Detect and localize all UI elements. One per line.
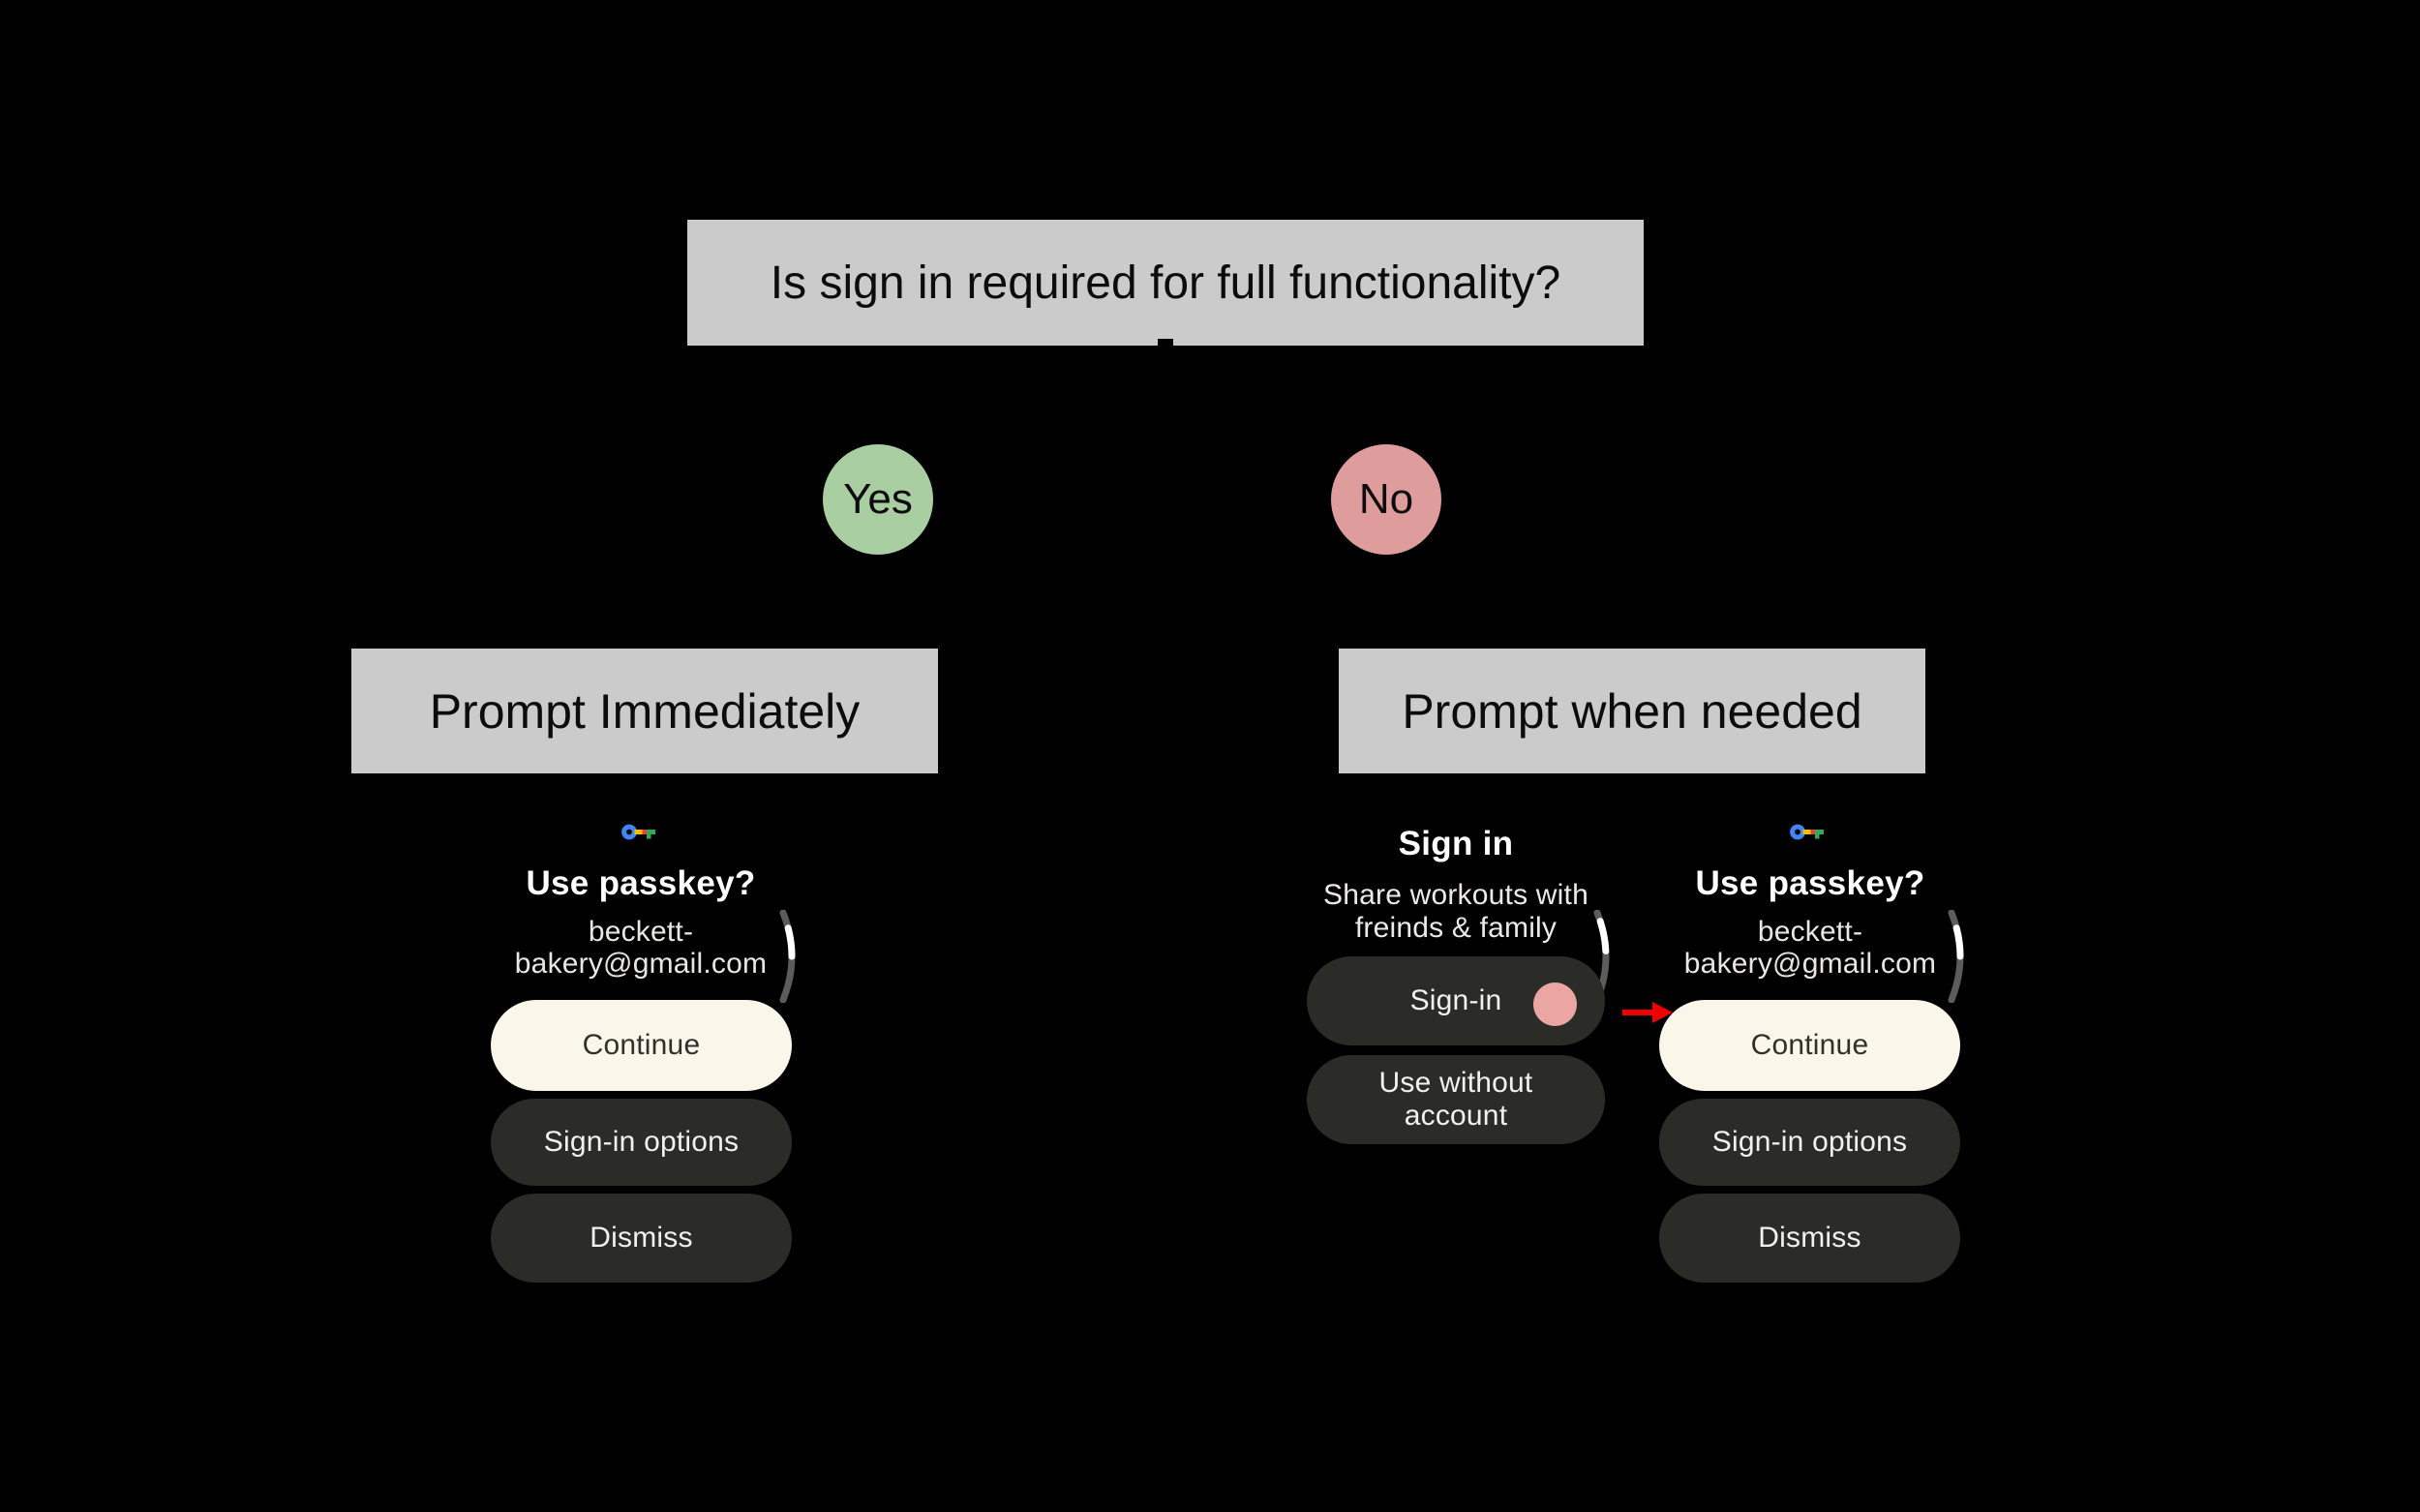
email-line2: bakery@gmail.com (514, 948, 768, 980)
subtext-line2: freinds & family (1354, 912, 1558, 944)
dismiss-label: Dismiss (590, 1222, 693, 1254)
subtext-line1: Share workouts with (1323, 879, 1588, 911)
signin-button-label: Sign-in (1409, 984, 1502, 1016)
question-text: Is sign in required for full functionali… (770, 257, 1561, 309)
passkey-email: beckett- bakery@gmail.com (1617, 916, 2004, 980)
signin-options-button[interactable]: Sign-in options (491, 1099, 792, 1186)
signin-options-button[interactable]: Sign-in options (1659, 1099, 1960, 1186)
email-line1: beckett- (1757, 916, 1863, 948)
signin-options-label: Sign-in options (1711, 1126, 1908, 1158)
outcome-when-needed-text: Prompt when needed (1402, 683, 1862, 739)
dismiss-label: Dismiss (1758, 1222, 1861, 1254)
passkey-heading: Use passkey? (526, 864, 756, 902)
outcome-prompt-when-needed: Prompt when needed (1339, 649, 1925, 773)
connector-stub-right (1628, 643, 1640, 650)
yes-label: Yes (843, 475, 913, 523)
scroll-indicator[interactable] (779, 910, 804, 1003)
signin-subtext: Share workouts with freinds & family (1262, 879, 1649, 945)
passkey-icon (1790, 824, 1824, 840)
signin-heading: Sign in (1398, 825, 1514, 862)
continue-button[interactable]: Continue (1659, 1000, 1960, 1091)
email-line2: bakery@gmail.com (1683, 948, 1937, 980)
connector-stub-top (1158, 339, 1173, 348)
scroll-indicator[interactable] (1948, 910, 1973, 1003)
signin-options-label: Sign-in options (543, 1126, 740, 1158)
use-without-account-button[interactable]: Use without account (1307, 1055, 1605, 1144)
email-line1: beckett- (588, 916, 694, 948)
continue-label: Continue (1750, 1029, 1869, 1061)
question-box: Is sign in required for full functionali… (687, 220, 1644, 346)
continue-label: Continue (582, 1029, 701, 1061)
red-arrow-icon (1622, 1002, 1673, 1023)
outcome-immediate-text: Prompt Immediately (429, 683, 861, 739)
no-label: No (1358, 475, 1414, 523)
use-without-line1: Use without (1378, 1067, 1533, 1099)
dismiss-button[interactable]: Dismiss (1659, 1194, 1960, 1283)
passkey-email: beckett- bakery@gmail.com (447, 916, 834, 980)
tap-indicator-dot (1533, 983, 1577, 1026)
continue-button[interactable]: Continue (491, 1000, 792, 1091)
outcome-prompt-immediately: Prompt Immediately (351, 649, 938, 773)
passkey-heading: Use passkey? (1695, 864, 1925, 902)
passkey-icon (621, 824, 655, 840)
dismiss-button[interactable]: Dismiss (491, 1194, 792, 1283)
use-without-line2: account (1404, 1100, 1508, 1132)
connector-stub-left (639, 643, 650, 650)
yes-node: Yes (823, 444, 933, 555)
no-node: No (1331, 444, 1441, 555)
